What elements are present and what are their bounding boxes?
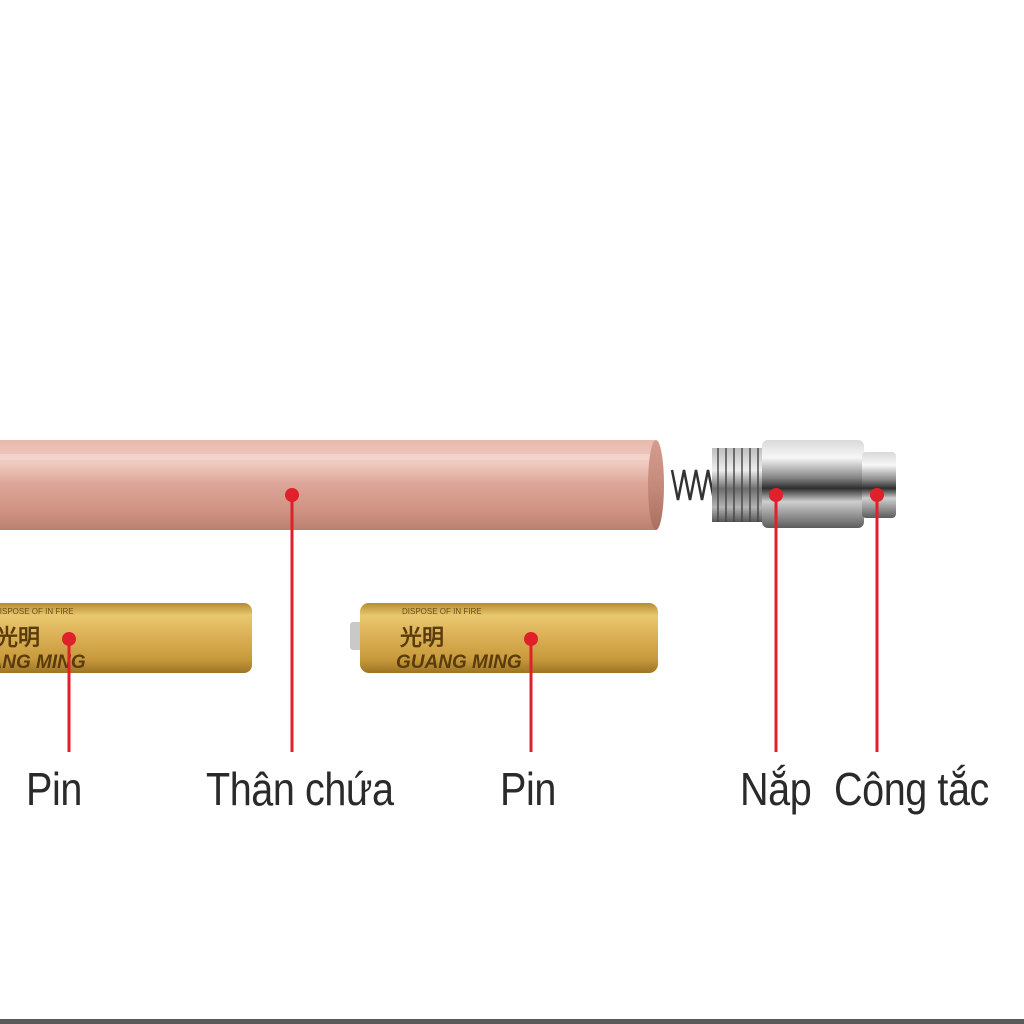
label-cong-tac: Công tắc: [834, 763, 989, 815]
battery-right-brand-en: GUANG MING: [396, 652, 522, 673]
body-tube: [0, 440, 664, 530]
callout-pin-left: [62, 632, 76, 752]
battery-right-top-text: DISPOSE OF IN FIRE: [402, 607, 482, 616]
battery-right: DISPOSE OF IN FIRE 光明 GUANG MING: [350, 603, 658, 673]
label-than-chua: Thân chứa: [206, 763, 394, 815]
cap-switch-assembly: [712, 440, 896, 528]
callout-pin-right: [524, 632, 538, 752]
label-nap: Nắp: [740, 763, 812, 815]
bottom-border: [0, 1019, 1024, 1024]
battery-left-brand-cn: 光明: [0, 626, 40, 651]
label-pin-left: Pin: [26, 763, 82, 815]
callout-nap: [769, 488, 783, 752]
battery-right-brand-cn: 光明: [399, 626, 444, 651]
battery-left: DISPOSE OF IN FIRE 光明 GUANG MING: [0, 603, 252, 673]
battery-left-top-text: DISPOSE OF IN FIRE: [0, 607, 74, 616]
label-pin-right: Pin: [500, 763, 556, 815]
callout-than-chua: [285, 488, 299, 752]
spring: [670, 469, 716, 501]
callout-cong-tac: [870, 488, 884, 752]
battery-left-brand-en: GUANG MING: [0, 652, 86, 673]
